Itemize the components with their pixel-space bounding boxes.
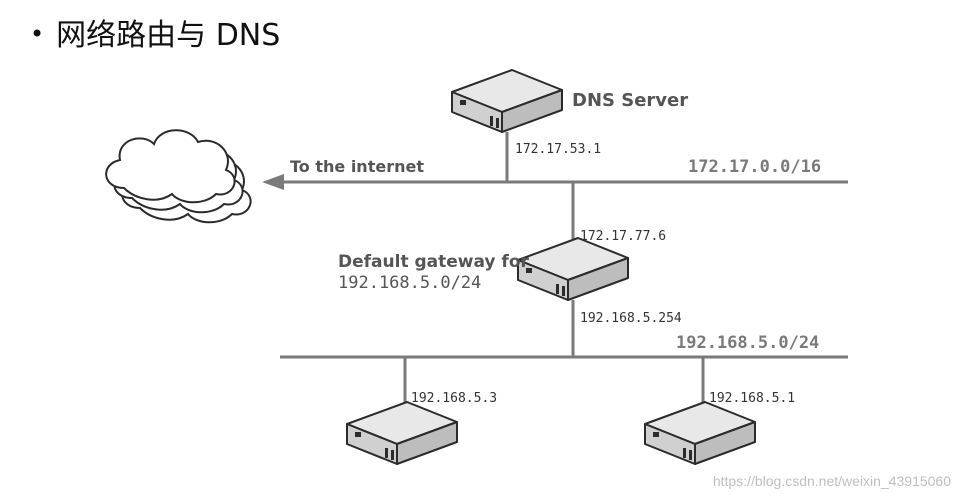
watermark: https://blog.csdn.net/weixin_43915060 (712, 473, 951, 489)
title-text: 网络路由与 DNS (56, 18, 281, 53)
gateway-lower-ip: 192.168.5.254 (580, 311, 682, 326)
cloud-icon (105, 129, 252, 224)
host-right-device (644, 401, 756, 465)
dns-server-ip: 172.17.53.1 (515, 142, 601, 157)
network-lower-label: 192.168.5.0/24 (676, 333, 819, 353)
network-upper-label: 172.17.0.0/16 (688, 157, 821, 177)
internet-label: To the internet (290, 157, 424, 176)
arrow-left-icon (262, 174, 284, 190)
host-left-device (346, 401, 458, 465)
dns-server-label: DNS Server (572, 90, 688, 111)
page-title: • 网络路由与 DNS (30, 10, 280, 54)
gateway-upper-ip: 172.17.77.6 (580, 229, 666, 244)
gateway-label-line2: 192.168.5.0/24 (338, 273, 481, 293)
title-bullet: • (30, 20, 45, 48)
host-left-ip: 192.168.5.3 (411, 391, 497, 406)
dns-server-device (451, 69, 563, 133)
gateway-device (517, 237, 629, 301)
host-right-ip: 192.168.5.1 (709, 391, 795, 406)
gateway-label-line1: Default gateway for (338, 252, 530, 272)
